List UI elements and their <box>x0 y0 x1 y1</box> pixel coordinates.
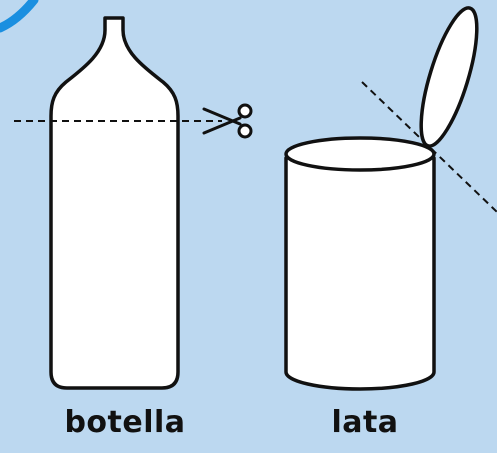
can-label: lata <box>280 405 450 440</box>
open-can-icon <box>286 3 488 389</box>
plastic-bottle-icon <box>51 18 178 388</box>
corner-arc <box>0 0 34 28</box>
bottle-label: botella <box>40 405 210 440</box>
